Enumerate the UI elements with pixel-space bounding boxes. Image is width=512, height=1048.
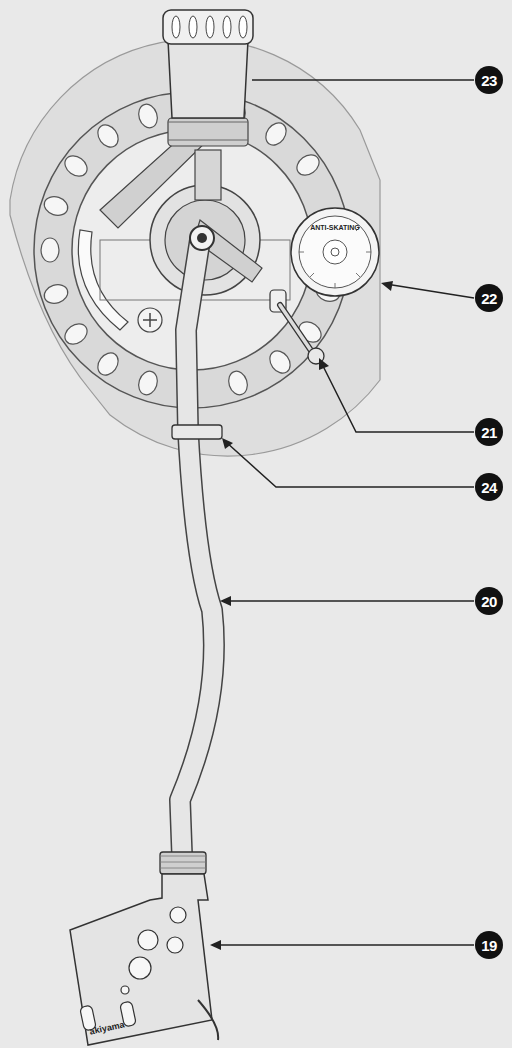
dial-marking-box: ANTI-SKATING [300, 222, 370, 232]
callout-number-box: 20 [475, 587, 503, 615]
callout-number: 24 [481, 479, 497, 496]
callout-number: 21 [481, 424, 497, 441]
callout-number-box: 24 [475, 473, 503, 501]
callout-number-box: 23 [475, 66, 503, 94]
callout-number: 19 [481, 937, 497, 954]
callout-number-box: 21 [475, 418, 503, 446]
callout-number: 23 [481, 72, 497, 89]
callout-number-box: 19 [475, 931, 503, 959]
callout-number: 22 [481, 290, 497, 307]
callout-number: 20 [481, 593, 497, 610]
callout-number-box: 22 [475, 284, 503, 312]
dial-marking: ANTI-SKATING [310, 224, 360, 231]
